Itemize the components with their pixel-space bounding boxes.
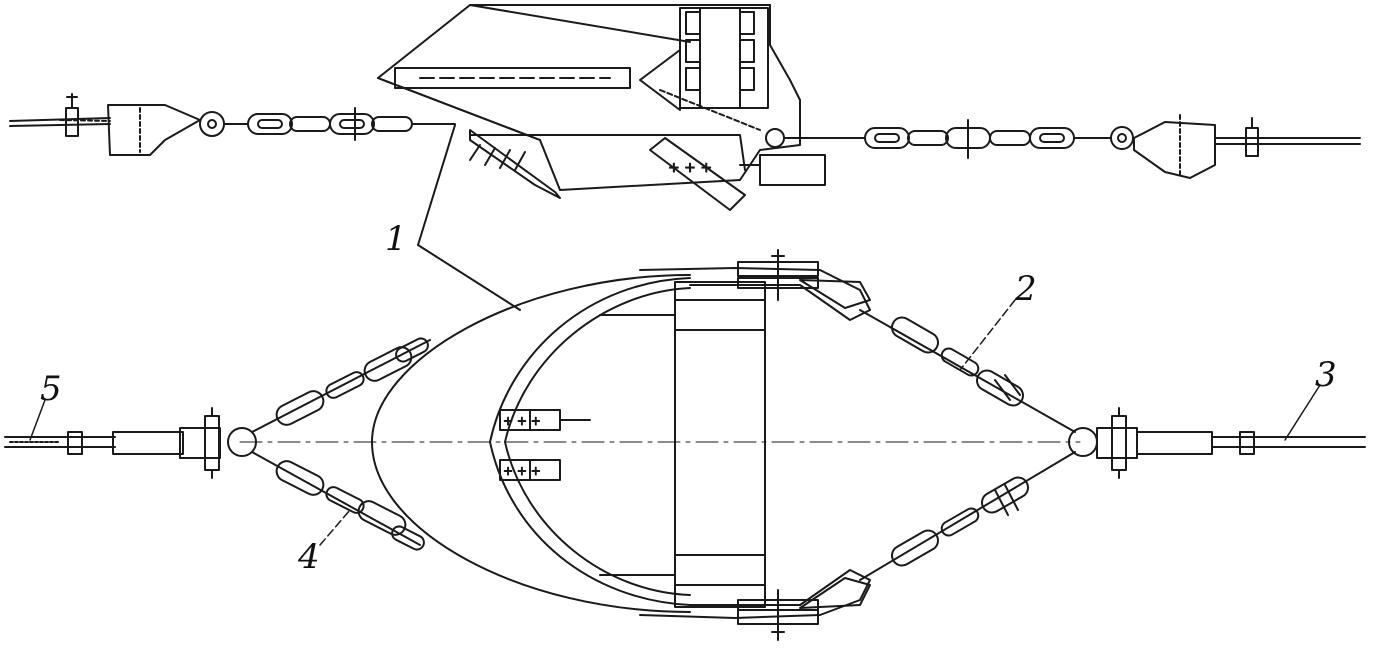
- plough-body-side: + + +: [377, 4, 826, 211]
- left-socket-side: [107, 104, 225, 156]
- callout-1: 1: [385, 219, 407, 259]
- svg-text:+ + +: + + +: [668, 160, 712, 176]
- right-socket-side: [1110, 114, 1216, 179]
- callout-3-leader: [1284, 384, 1321, 441]
- left-chain-side: [223, 107, 456, 141]
- callout-2-leader: [959, 299, 1016, 371]
- callout-1-leader: [417, 124, 521, 311]
- lower-mount-and-chain: [639, 451, 1076, 641]
- callout-4: 4: [298, 537, 320, 577]
- svg-text:+ + +: + + +: [503, 464, 541, 478]
- callout-leaders: [29, 299, 1321, 546]
- left-rope-plan: [4, 407, 257, 479]
- callout-4-leader: [319, 509, 351, 546]
- svg-text:+ + +: + + +: [503, 414, 541, 428]
- callout-2: 2: [1015, 269, 1037, 309]
- side-elevation-view: + + +: [9, 4, 1361, 211]
- left-rope-clamp-side: [65, 93, 79, 137]
- right-rope-side: [1214, 117, 1361, 157]
- callout-3: 3: [1315, 355, 1337, 395]
- plan-view: + + + + + +: [4, 249, 1366, 641]
- left-bridle-chains: [251, 337, 431, 551]
- right-rope-plan: [1068, 407, 1366, 479]
- upper-mount-and-chain: [639, 249, 1076, 433]
- left-rope-side: [9, 117, 111, 127]
- plough-share-plan: + + + + + +: [371, 274, 766, 613]
- callout-5-leader: [29, 399, 46, 441]
- right-chain-side: [784, 119, 1111, 159]
- callout-5: 5: [40, 369, 62, 409]
